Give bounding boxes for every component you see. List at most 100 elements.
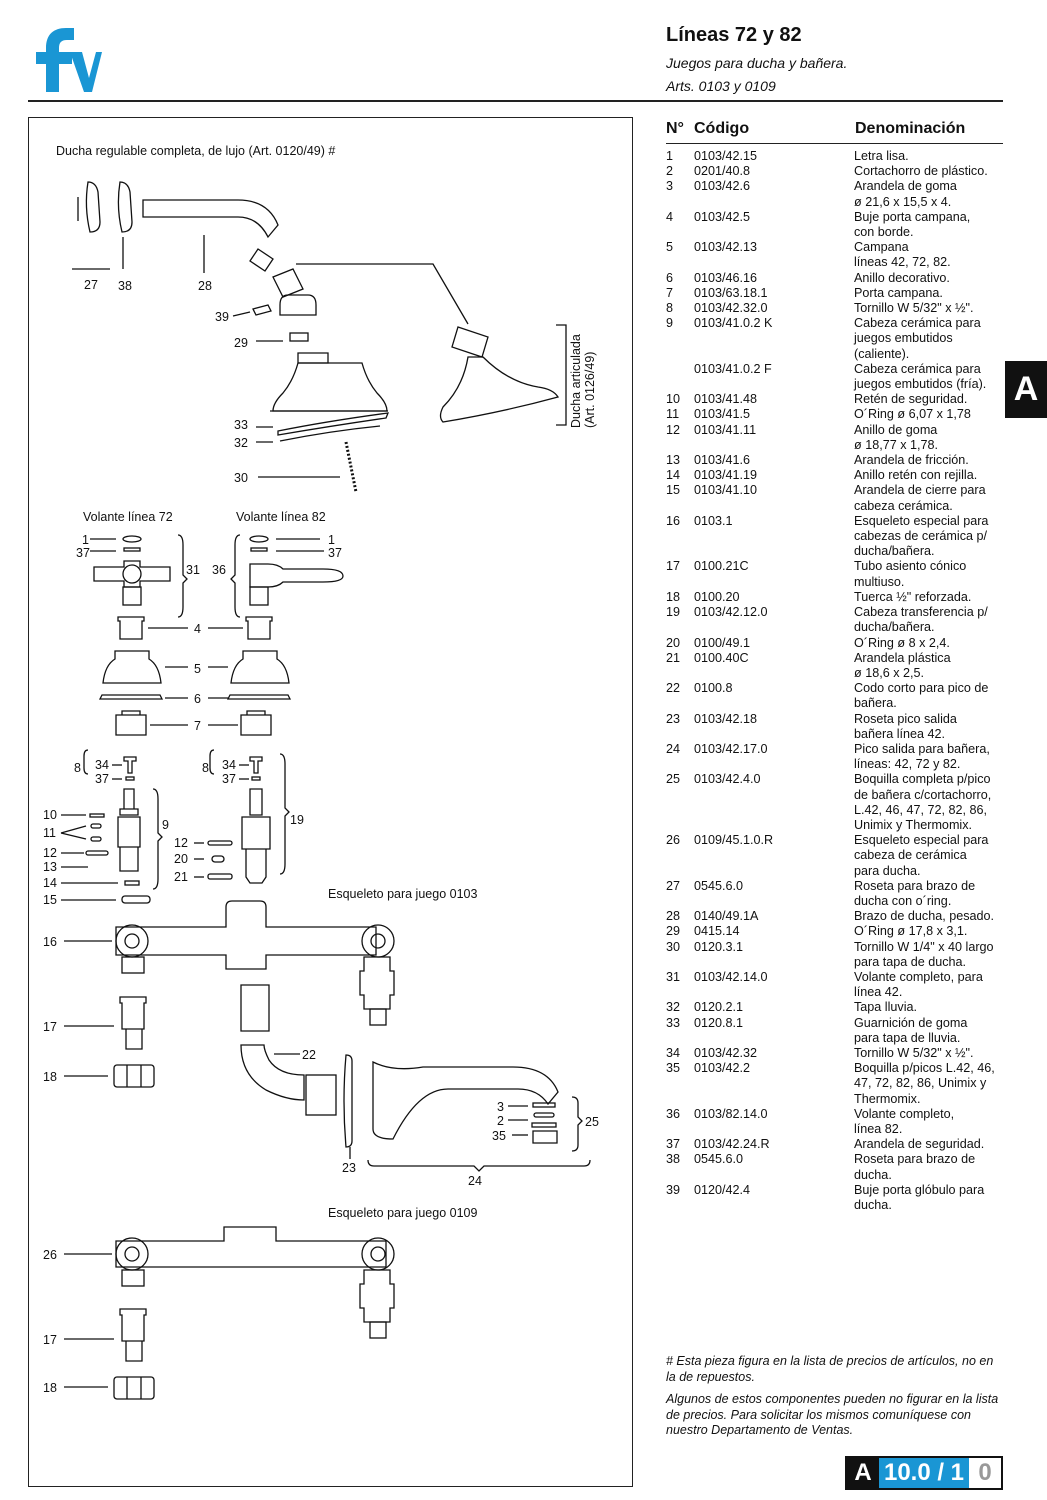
row-number: 7 <box>666 285 674 300</box>
description-line: Guarnición de goma <box>854 1015 968 1030</box>
row-number: 39 <box>666 1182 681 1197</box>
row-code: 0103/42.6 <box>694 179 751 194</box>
svg-text:37: 37 <box>222 772 236 786</box>
row-description: Cortachorro de plástico. <box>854 164 1006 179</box>
svg-text:34: 34 <box>222 758 236 772</box>
svg-text:11: 11 <box>43 826 56 840</box>
description-line: Cabeza transferencia p/ <box>854 605 988 620</box>
description-line: Tornillo W 1/4" x 40 largo <box>854 939 994 954</box>
exploded-parts-diagram: Ducha regulable completa, de lujo (Art. … <box>43 144 599 1400</box>
svg-text:15: 15 <box>43 893 57 907</box>
description-line: L.42, 46, 47, 72, 82, 86, <box>854 802 988 817</box>
svg-text:8: 8 <box>202 761 209 775</box>
row-code: 0103/41.5 <box>694 407 751 422</box>
articles-line: Arts. 0103 y 0109 <box>666 78 776 94</box>
description-line: Anillo decorativo. <box>854 270 950 285</box>
row-number: 22 <box>666 681 681 696</box>
svg-text:16: 16 <box>43 935 57 949</box>
row-description: Volante completo,línea 82. <box>854 1107 1006 1137</box>
col-number: N° <box>666 120 684 137</box>
description-line: Thermomix. <box>854 1091 921 1106</box>
spout-24 <box>372 1060 559 1140</box>
description-line: Buje porta glóbulo para <box>854 1182 985 1197</box>
row-code: 0120.8.1 <box>694 1015 744 1030</box>
row-number: 18 <box>666 589 681 604</box>
row-code: 0103/41.0.2 F <box>694 361 772 376</box>
description-line: Codo corto para pico de <box>854 681 989 696</box>
row-number: 5 <box>666 240 674 255</box>
fv-logo <box>36 28 102 92</box>
ball-joint <box>279 294 317 316</box>
sleeve-4-right <box>245 616 273 640</box>
svg-text:4: 4 <box>194 622 201 636</box>
description-line: Pico salida para bañera, <box>854 741 990 756</box>
svg-text:31: 31 <box>186 563 200 577</box>
handle-line-72 <box>93 560 171 588</box>
description-line: juegos embutidos <box>854 331 953 346</box>
description-line: cabeza de cerámica <box>854 848 967 863</box>
row-code: 0103/42.17.0 <box>694 741 768 756</box>
row-code: 0103/42.4.0 <box>694 772 761 787</box>
description-line: Anillo retén con rejilla. <box>854 468 978 483</box>
svg-text:Esqueleto para juego 0109: Esqueleto para juego 0109 <box>328 1206 477 1220</box>
svg-text:28: 28 <box>198 279 212 293</box>
row-description: Arandela de fricción. <box>854 453 1006 468</box>
svg-text:23: 23 <box>342 1161 356 1175</box>
row-code: 0100/49.1 <box>694 635 751 650</box>
ring-6-left <box>98 694 164 700</box>
page-subtitle: Juegos para ducha y bañera. <box>666 55 848 71</box>
description-line: ø 21,6 x 15,5 x 4. <box>854 194 952 209</box>
section-tab: A <box>1005 361 1047 418</box>
svg-text:38: 38 <box>118 279 132 293</box>
row-code: 0103/41.10 <box>694 483 758 498</box>
svg-text:22: 22 <box>302 1048 316 1062</box>
svg-text:14: 14 <box>43 876 57 890</box>
row-number: 8 <box>666 301 674 316</box>
svg-text:21: 21 <box>174 870 188 884</box>
row-number: 13 <box>666 453 681 468</box>
row-number: 34 <box>666 1045 681 1060</box>
description-line: Tornillo W 5/32" x ½". <box>854 301 974 316</box>
articulated-head <box>439 356 560 423</box>
row-number: 29 <box>666 924 681 939</box>
description-line: Tubo asiento cónico <box>854 559 967 574</box>
svg-text:2: 2 <box>497 1114 504 1128</box>
footnote-availability: Algunos de estos componentes pueden no f… <box>666 1392 999 1437</box>
svg-text:18: 18 <box>43 1381 57 1395</box>
row-number: 24 <box>666 741 681 756</box>
description-line: Arandela de seguridad. <box>854 1137 985 1152</box>
row-description: Porta campana. <box>854 286 1006 301</box>
description-line: cabezas de cerámica p/ <box>854 529 988 544</box>
ceramic-cartridge-9 <box>117 788 141 872</box>
row-description: O´Ring ø 17,8 x 3,1. <box>854 924 1006 939</box>
description-line: Retén de seguridad. <box>854 392 968 407</box>
row-number: 26 <box>666 833 681 848</box>
nut-18b <box>113 1376 155 1400</box>
screw-34-left <box>123 756 137 774</box>
svg-text:24: 24 <box>468 1174 482 1188</box>
description-line: Roseta para brazo de <box>854 1152 976 1167</box>
row-description: Brazo de ducha, pesado. <box>854 909 1006 924</box>
description-line: para tapa de ducha. <box>854 954 967 969</box>
row-code: 0100.8 <box>694 681 733 696</box>
row-number: 20 <box>666 635 681 650</box>
bell-5-right <box>230 650 290 684</box>
row-code: 0103/42.15 <box>694 149 758 163</box>
description-line: Brazo de ducha, pesado. <box>854 909 995 924</box>
description-line: ducha/bañera. <box>854 620 935 635</box>
description-line: Campana <box>854 240 909 255</box>
